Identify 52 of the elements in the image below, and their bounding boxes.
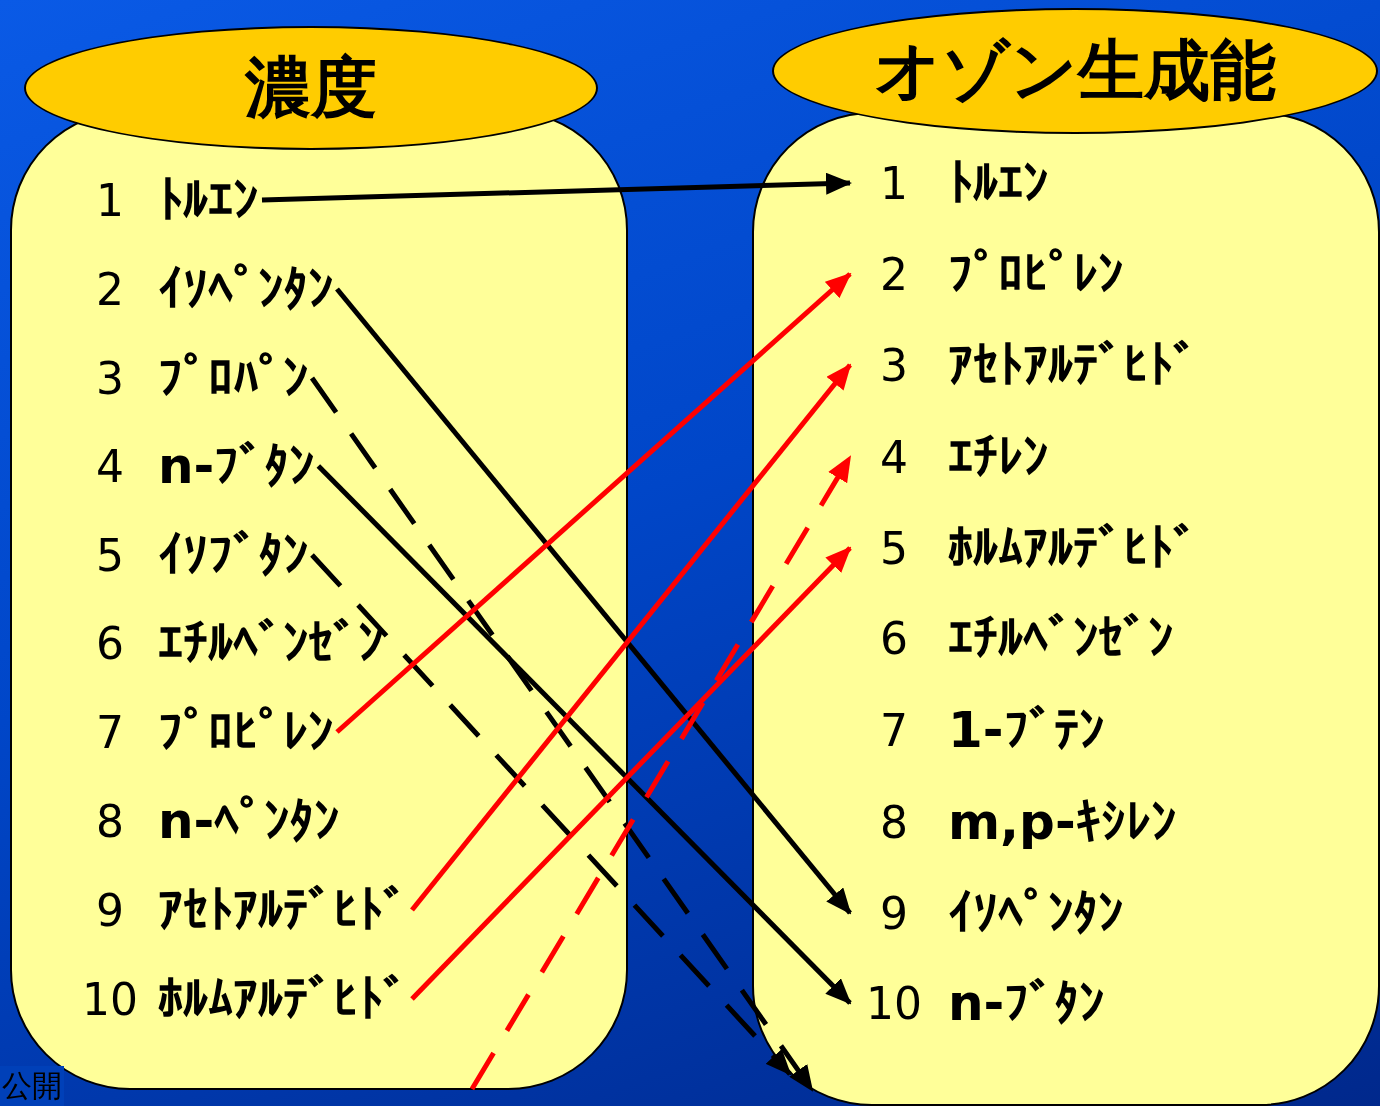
substance-name: ﾄﾙｴﾝ bbox=[948, 154, 1048, 212]
item-number: 2 bbox=[879, 248, 909, 300]
arrow bbox=[410, 363, 852, 912]
substance-name: ｱｾﾄｱﾙﾃﾞﾋﾄﾞ bbox=[948, 336, 1198, 394]
item-number: 10 bbox=[865, 977, 923, 1029]
item-number: 7 bbox=[879, 704, 909, 756]
item-number: 6 bbox=[879, 612, 909, 664]
substance-name: ｲｿﾍﾟﾝﾀﾝ bbox=[158, 260, 333, 318]
item-number: 9 bbox=[95, 884, 125, 936]
item-number: 1 bbox=[879, 157, 909, 209]
substance-name: ﾌﾟﾛﾋﾟﾚﾝ bbox=[158, 703, 333, 761]
arrow bbox=[261, 172, 852, 203]
substance-name: ｱｾﾄｱﾙﾃﾞﾋﾄﾞ bbox=[158, 881, 408, 939]
item-number: 2 bbox=[95, 263, 125, 315]
note-text: 公開 bbox=[0, 1066, 64, 1106]
substance-name: 1-ﾌﾞﾃﾝ bbox=[948, 701, 1104, 759]
item-number: 4 bbox=[95, 440, 125, 492]
item-number: 8 bbox=[879, 796, 909, 848]
item-number: 8 bbox=[95, 795, 125, 847]
item-number: 4 bbox=[879, 431, 909, 483]
item-number: 9 bbox=[879, 887, 909, 939]
substance-name: ｴﾁﾙﾍﾞﾝｾﾞﾝ bbox=[948, 609, 1173, 667]
substance-name: m,p-ｷｼﾚﾝ bbox=[948, 793, 1176, 851]
item-number: 3 bbox=[879, 339, 909, 391]
item-number: 5 bbox=[879, 522, 909, 574]
substance-name: ｴﾁﾚﾝ bbox=[948, 428, 1048, 486]
arrow bbox=[469, 455, 853, 1091]
arrow bbox=[335, 287, 852, 915]
substance-name: ｲｿﾌﾞﾀﾝ bbox=[158, 526, 308, 584]
arrow bbox=[335, 272, 852, 734]
heading-ellipse: 濃度 bbox=[24, 26, 598, 150]
arrow bbox=[309, 376, 815, 1092]
substance-name: ｴﾁﾙﾍﾞﾝｾﾞﾝ bbox=[158, 614, 383, 672]
substance-name: ﾌﾟﾛﾊﾟﾝ bbox=[158, 349, 308, 407]
arrow bbox=[310, 553, 792, 1076]
substance-name: n-ﾍﾟﾝﾀﾝ bbox=[158, 792, 340, 850]
substance-name: ﾄﾙｴﾝ bbox=[158, 171, 258, 229]
substance-name: ｲｿﾍﾟﾝﾀﾝ bbox=[948, 884, 1123, 942]
item-number: 5 bbox=[95, 529, 125, 581]
item-number: 3 bbox=[95, 352, 125, 404]
substance-name: ﾎﾙﾑｱﾙﾃﾞﾋﾄﾞ bbox=[158, 970, 408, 1028]
substance-name: ﾌﾟﾛﾋﾟﾚﾝ bbox=[948, 245, 1123, 303]
arrow bbox=[410, 546, 852, 1001]
heading-ellipse: オゾン生成能 bbox=[772, 8, 1378, 134]
item-number: 1 bbox=[95, 174, 125, 226]
substance-name: ﾎﾙﾑｱﾙﾃﾞﾋﾄﾞ bbox=[948, 519, 1198, 577]
item-number: 6 bbox=[95, 617, 125, 669]
substance-name: n-ﾌﾞﾀﾝ bbox=[948, 974, 1105, 1032]
item-number: 10 bbox=[81, 973, 139, 1025]
arrow bbox=[316, 464, 852, 1005]
substance-name: n-ﾌﾞﾀﾝ bbox=[158, 437, 315, 495]
item-number: 7 bbox=[95, 706, 125, 758]
